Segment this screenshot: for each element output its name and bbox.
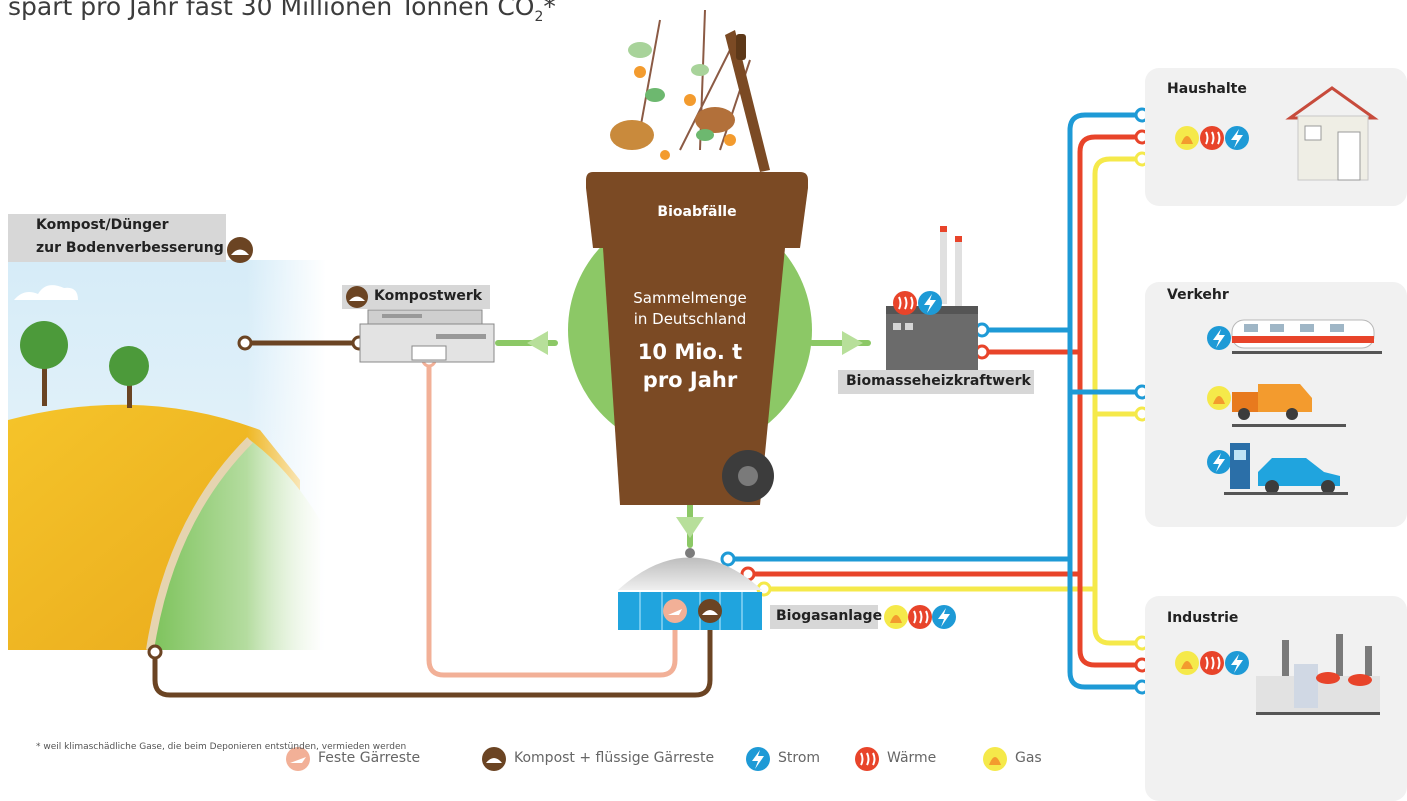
- waerme-icon: [893, 291, 917, 315]
- strom-icon: [918, 291, 942, 315]
- food-waste-pile: [610, 9, 751, 160]
- gas-icon: [1175, 651, 1199, 675]
- legend-label-feste: Feste Gärreste: [318, 750, 421, 766]
- compost-label-box: [8, 214, 226, 262]
- industrie-panel: [1145, 596, 1407, 801]
- legend-icons: [286, 747, 1007, 771]
- kompost-icon: [346, 286, 368, 308]
- biogas-label-box: [770, 605, 878, 629]
- feste-gaerreste-icon: [286, 747, 310, 771]
- strom-icon: [746, 747, 770, 771]
- compost-field-label-line1: Kompost/Dünger: [36, 217, 169, 233]
- gas-icon: [983, 747, 1007, 771]
- legend-label-gas: Gas: [1015, 750, 1042, 766]
- legend-label-kompost: Kompost + flüssige Gärreste: [514, 750, 715, 766]
- gas-icon: [884, 605, 908, 629]
- biogas-label: Biogasanlage: [776, 608, 883, 624]
- biomasse-label: Biomasseheizkraftwerk: [846, 373, 1031, 389]
- page-title: spart pro Jahr fast 30 Millionen Tonnen …: [8, 0, 556, 25]
- flow-lines: [147, 107, 1150, 698]
- waerme-icon: [855, 747, 879, 771]
- strom-icon: [1207, 450, 1231, 474]
- biogas-plant: [618, 548, 762, 630]
- biomasse-label-box: [838, 370, 1034, 394]
- feste-gaerreste-icon: [663, 599, 687, 623]
- compost-field-scene: [8, 260, 326, 651]
- factory-icon: [1256, 634, 1380, 715]
- bin-label: Bioabfälle: [657, 204, 737, 220]
- sammelmenge-line1: Sammelmenge: [633, 289, 747, 307]
- kompostwerk-building: [359, 309, 495, 363]
- house-icon: [1285, 86, 1379, 181]
- verkehr-label: Verkehr: [1167, 287, 1229, 303]
- gas-icon: [1175, 126, 1199, 150]
- strom-icon: [932, 605, 956, 629]
- waerme-icon: [1200, 126, 1224, 150]
- kompostwerk-label: Kompostwerk: [374, 288, 483, 304]
- train-icon: [1231, 319, 1382, 354]
- electric-car-icon: [1224, 443, 1348, 495]
- haushalte-label: Haushalte: [1167, 81, 1247, 97]
- kompost-icon: [482, 747, 506, 771]
- kompost-icon: [698, 599, 722, 623]
- industrie-label: Industrie: [1167, 610, 1239, 626]
- garbage-truck-icon: [1232, 384, 1346, 427]
- gas-icon: [1207, 386, 1231, 410]
- bin-lid: [725, 30, 770, 172]
- strom-icon: [1225, 126, 1249, 150]
- haushalte-panel: [1145, 68, 1407, 206]
- legend-label-waerme: Wärme: [887, 750, 937, 766]
- waerme-icon: [908, 605, 932, 629]
- verkehr-panel: [1145, 282, 1407, 527]
- kompost-icon: [227, 237, 253, 263]
- strom-icon: [1225, 651, 1249, 675]
- amount-line2: pro Jahr: [642, 368, 738, 392]
- waerme-icon: [1200, 651, 1224, 675]
- strom-icon: [1207, 326, 1231, 350]
- footnote: * weil klimaschädliche Gase, die beim De…: [36, 742, 407, 752]
- sammelmenge-line2: in Deutschland: [633, 310, 747, 328]
- bio-bin: [586, 172, 808, 505]
- amount-line1: 10 Mio. t: [637, 340, 743, 364]
- legend-label-strom: Strom: [778, 750, 821, 766]
- compost-field-label-line2: zur Bodenverbesserung: [36, 240, 224, 256]
